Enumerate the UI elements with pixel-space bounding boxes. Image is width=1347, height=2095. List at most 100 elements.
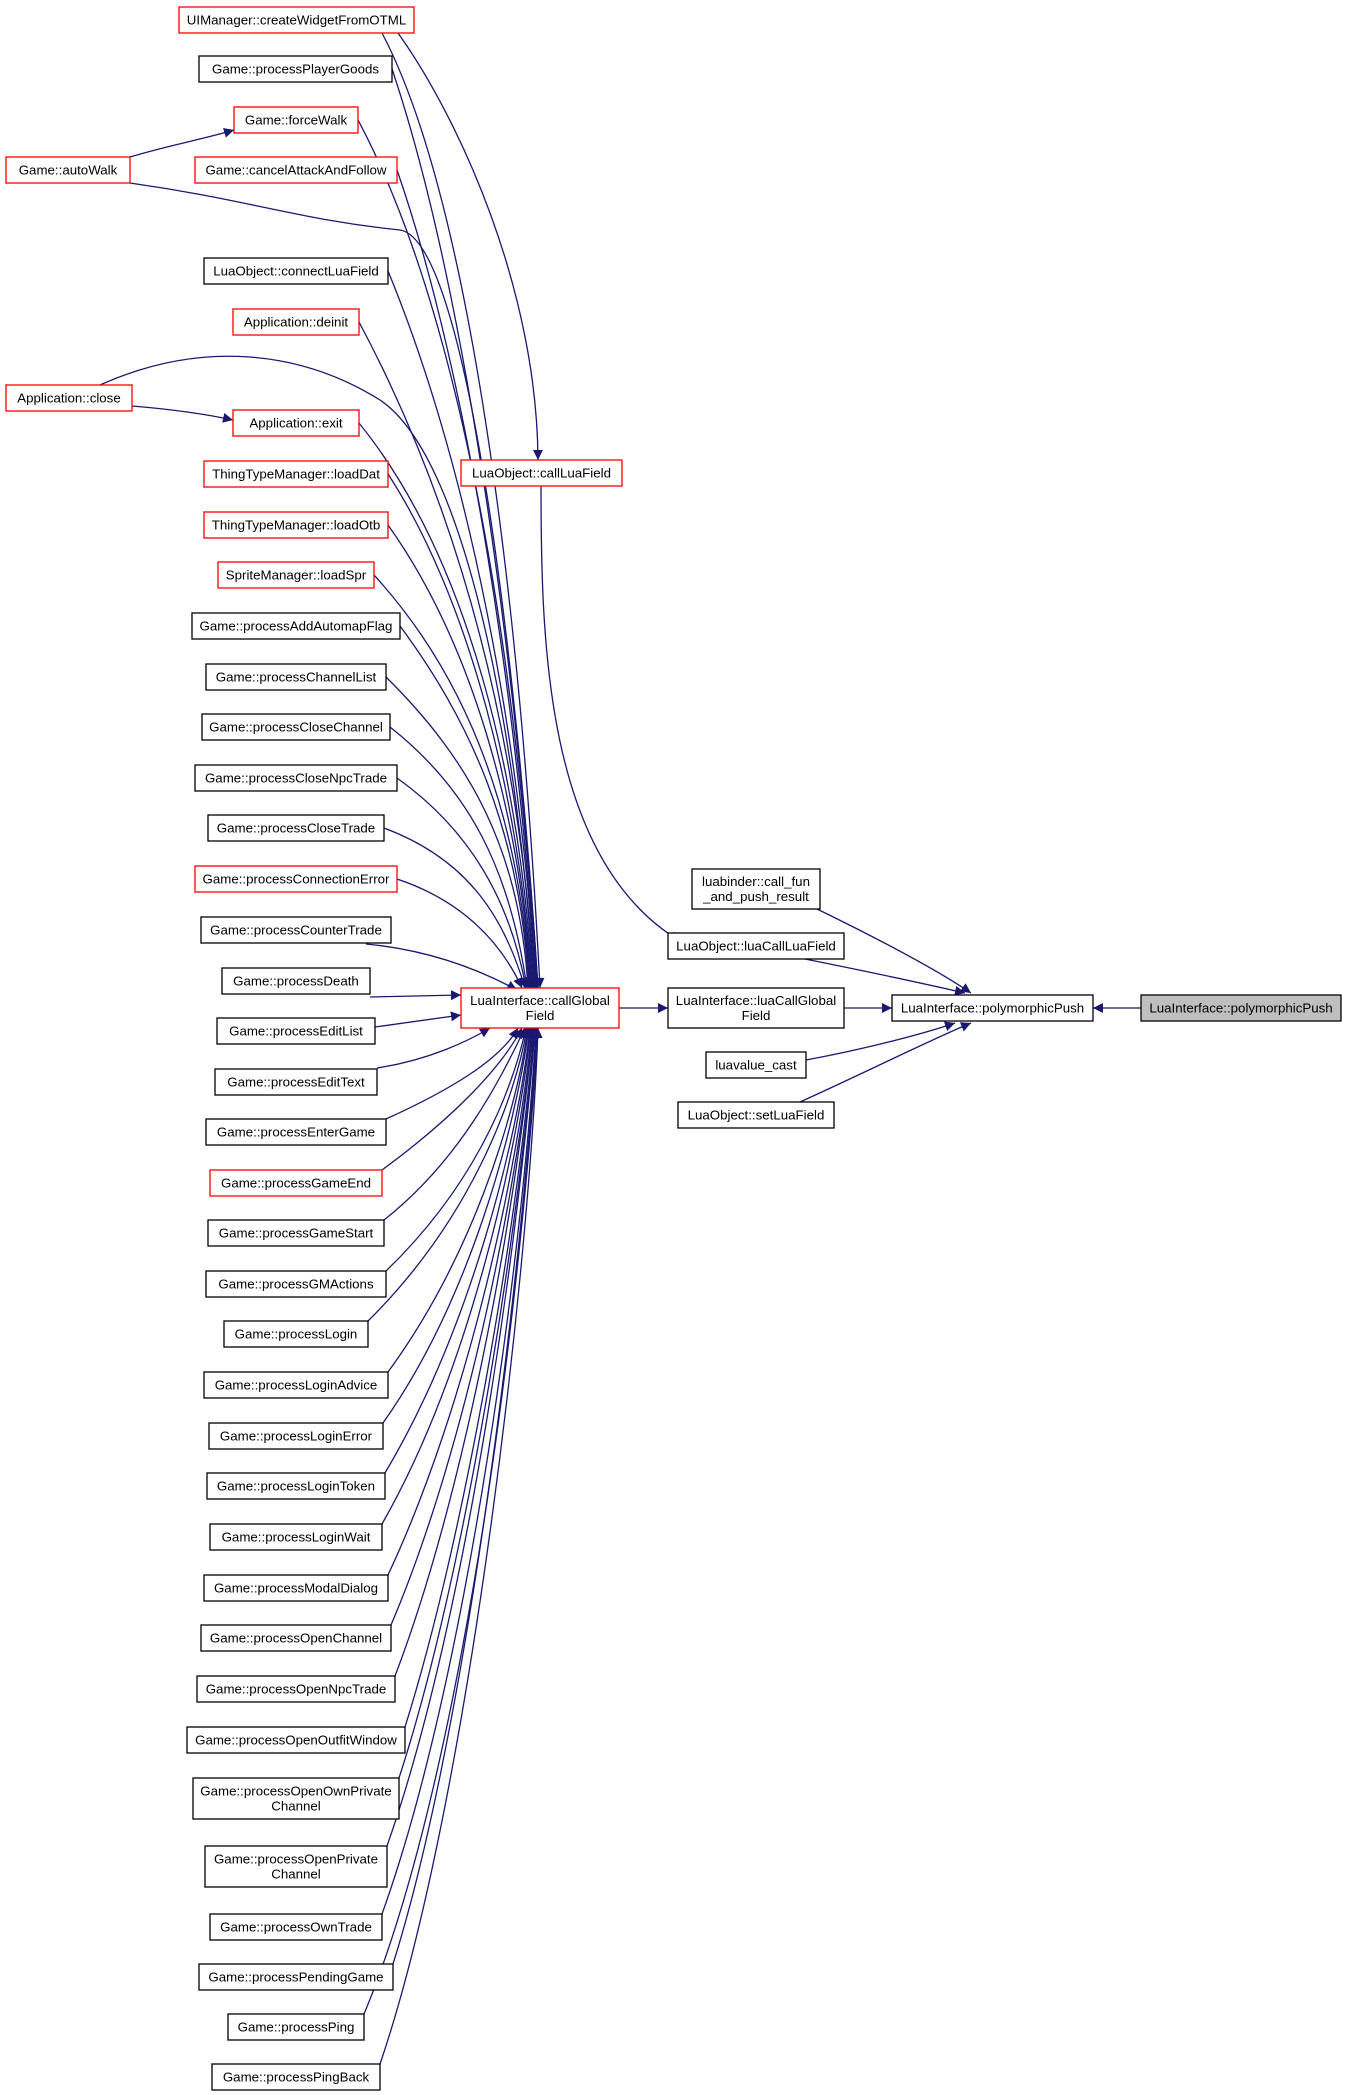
graph-node-pCounterTrade[interactable]: Game::processCounterTrade [200,916,392,944]
node-label: LuaObject::callLuaField [472,466,611,481]
graph-node-pCloseChannel[interactable]: Game::processCloseChannel [201,713,391,741]
node-label: Game::processLoginAdvice [215,1378,378,1393]
node-box [203,1371,389,1399]
node-label: Application::exit [249,416,342,431]
node-box [5,156,131,184]
call-edge-4 [805,1021,956,1061]
graph-node-pPingBack[interactable]: Game::processPingBack [211,2063,381,2091]
node-label: Application::deinit [244,315,349,330]
node-label: Game::processChannelList [216,670,377,685]
graph-node-pEnterGame[interactable]: Game::processEnterGame [205,1118,387,1146]
call-edge-21 [385,676,533,989]
node-box [460,459,623,487]
node-box [203,1574,389,1602]
graph-node-callLuaField[interactable]: LuaObject::callLuaField [460,459,623,487]
graph-node-callFunPush[interactable]: luabinder::call_fun_and_push_result [691,868,821,910]
node-box [198,55,393,83]
graph-node-pModalDialog[interactable]: Game::processModalDialog [203,1574,389,1602]
graph-node-setLuaField[interactable]: LuaObject::setLuaField [677,1101,835,1129]
node-box [203,511,389,539]
graph-node-forceWalk[interactable]: Game::forceWalk [233,106,359,134]
call-edge-46 [392,1027,542,1965]
call-edge-12 [396,169,541,989]
node-label: Game::processPingBack [223,2070,370,2085]
graph-node-loadDat[interactable]: ThingTypeManager::loadDat [203,460,389,488]
graph-node-pGameEnd[interactable]: Game::processGameEnd [209,1169,383,1197]
node-box [667,987,845,1029]
graph-node-pLogin[interactable]: Game::processLogin [223,1320,369,1348]
graph-node-pCloseTrade[interactable]: Game::processCloseTrade [207,814,385,842]
graph-node-appExit[interactable]: Application::exit [232,409,360,437]
graph-node-pAddAutomapFlag[interactable]: Game::processAddAutomapFlag [191,612,401,640]
graph-node-pOpenChannel[interactable]: Game::processOpenChannel [200,1624,392,1652]
call-edge-37 [384,1027,534,1474]
graph-node-loadSpr[interactable]: SpriteManager::loadSpr [217,561,375,589]
call-edge-34 [367,1027,531,1322]
graph-node-pEditList[interactable]: Game::processEditList [216,1017,376,1045]
call-edge-25 [396,878,523,989]
graph-node-pOwnTrade[interactable]: Game::processOwnTrade [209,1913,383,1941]
node-box [196,1675,396,1703]
node-label: Game::processLoginToken [217,1479,375,1494]
graph-node-pGameStart[interactable]: Game::processGameStart [207,1219,385,1247]
graph-node-pLoginToken[interactable]: Game::processLoginToken [206,1472,386,1500]
graph-node-pPendingGame[interactable]: Game::processPendingGame [198,1963,394,1991]
call-edge-7 [540,485,681,942]
node-label: Application::close [17,391,120,406]
graph-node-pLoginError[interactable]: Game::processLoginError [208,1422,384,1450]
node-label: Game::processDeath [233,974,359,989]
graph-node-pCloseNpcTrade[interactable]: Game::processCloseNpcTrade [194,764,398,792]
graph-node-cancelAttack[interactable]: Game::cancelAttackAndFollow [194,156,398,184]
graph-node-pChannelList[interactable]: Game::processChannelList [205,663,387,691]
graph-node-createWidget[interactable]: UIManager::createWidgetFromOTML [178,6,415,34]
node-box [203,257,389,285]
node-box [460,987,620,1029]
node-box [209,1913,383,1941]
node-label: Game::autoWalk [19,163,118,178]
call-edge-29 [376,1027,491,1069]
node-box [667,932,845,960]
call-edge-41 [394,1027,538,1677]
graph-node-pPing[interactable]: Game::processPing [227,2013,365,2041]
graph-node-pLoginAdvice[interactable]: Game::processLoginAdvice [203,1371,389,1399]
node-label: LuaInterface::polymorphicPush [901,1001,1084,1016]
graph-node-luaCallLuaField[interactable]: LuaObject::luaCallLuaField [667,932,845,960]
graph-node-pGMActions[interactable]: Game::processGMActions [205,1270,387,1298]
graph-node-loadOtb[interactable]: ThingTypeManager::loadOtb [203,511,389,539]
graph-node-pDeath[interactable]: Game::processDeath [221,967,371,995]
call-edge-42 [404,1027,539,1728]
call-edge-47 [363,1027,543,2015]
node-label: LuaObject::connectLuaField [213,264,379,279]
call-edge-32 [383,1027,526,1221]
call-edge-15 [99,355,539,989]
node-label: Game::processAddAutomapFlag [200,619,393,634]
graph-node-pOpenNpcTrade[interactable]: Game::processOpenNpcTrade [196,1675,396,1703]
graph-node-autoWalk[interactable]: Game::autoWalk [5,156,131,184]
graph-node-pConnectionError[interactable]: Game::processConnectionError [194,865,398,893]
graph-node-processPlayerGoods[interactable]: Game::processPlayerGoods [198,55,393,83]
node-label: Game::forceWalk [245,113,348,128]
graph-node-pEditText[interactable]: Game::processEditText [214,1068,378,1096]
node-label: LuaInterface::polymorphicPush [1149,1001,1332,1016]
graph-node-connectLuaField[interactable]: LuaObject::connectLuaField [203,257,389,285]
graph-node-polyPushCaller[interactable]: LuaInterface::polymorphicPush [891,994,1094,1022]
node-box [216,1017,376,1045]
graph-node-pOpenOutfitWindow[interactable]: Game::processOpenOutfitWindow [186,1726,406,1754]
call-edge-11 [357,119,542,989]
edges-layer [99,32,1141,2065]
graph-node-appClose[interactable]: Application::close [5,384,133,412]
graph-node-appDeinit[interactable]: Application::deinit [232,308,360,336]
node-label: Game::processGameStart [219,1226,374,1241]
node-box [232,308,360,336]
graph-node-pLoginWait[interactable]: Game::processLoginWait [209,1523,383,1551]
node-label: Game::processPendingGame [208,1970,383,1985]
call-edge-16 [358,422,538,989]
node-box [207,814,385,842]
graph-node-luavalueCast[interactable]: luavalue_cast [705,1051,807,1079]
node-box [232,409,360,437]
node-box [209,1523,383,1551]
